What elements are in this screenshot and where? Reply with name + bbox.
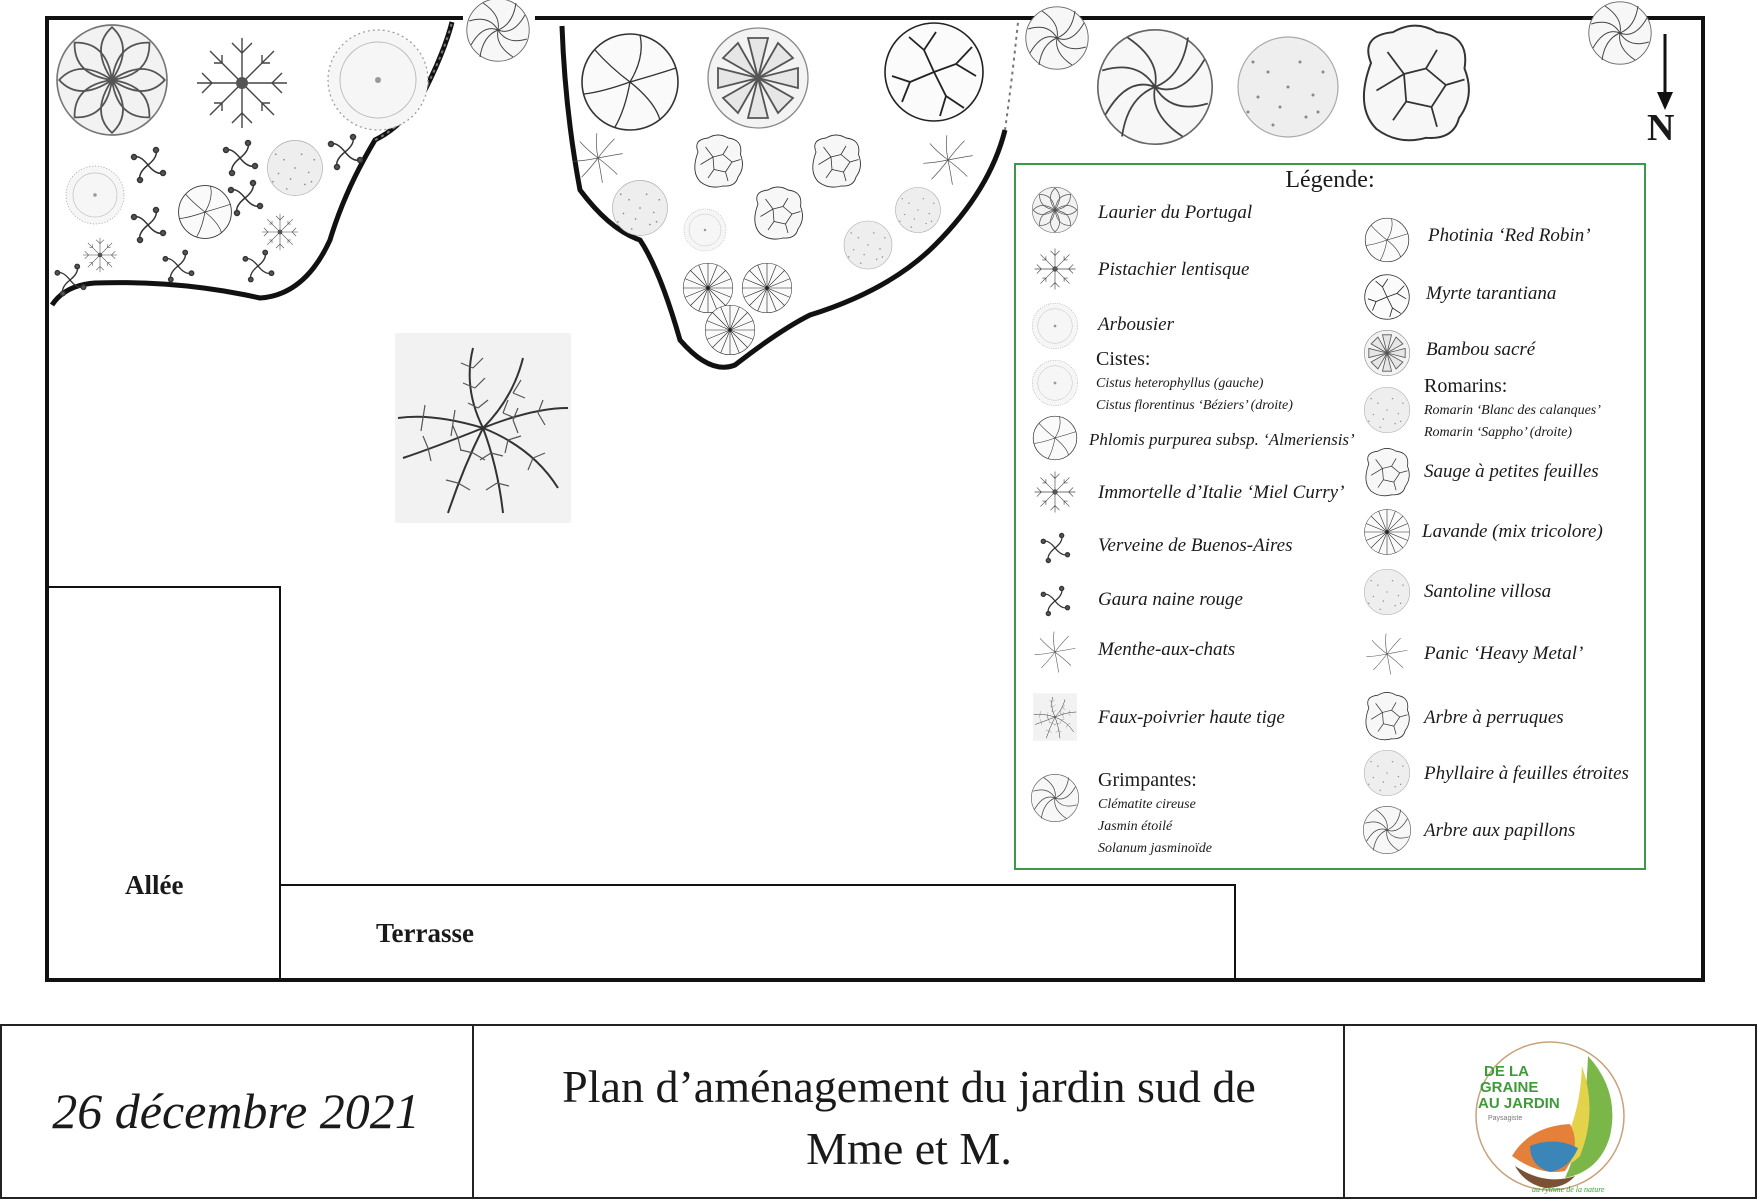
sauge-icon: [1365, 448, 1410, 497]
legend-item-verveine: Verveine de Buenos-Aires: [1098, 535, 1293, 556]
logo-small-text: Paysagiste: [1488, 1115, 1522, 1122]
legend-item-photinia: Photinia ‘Red Robin’: [1428, 225, 1591, 246]
immortelle-icon: [1034, 471, 1076, 513]
bambou-icon: [1363, 329, 1411, 377]
legend-sub-romarin-1: Romarin ‘Blanc des calanques’: [1424, 403, 1601, 418]
arbre-perruques-icon: [1365, 692, 1410, 741]
company-logo: DE LA GRAINE AU JARDIN Paysagiste au ryt…: [1475, 1041, 1625, 1194]
logo-text-3: AU JARDIN: [1478, 1095, 1560, 1112]
legend-item-cistes: Cistes:: [1096, 348, 1151, 370]
plan-date: 26 décembre 2021: [52, 1083, 420, 1139]
legend-item-panic: Panic ‘Heavy Metal’: [1424, 643, 1584, 664]
plan-title: Plan d’aménagement du jardin sud de Mme …: [474, 1056, 1344, 1180]
legend-item-romarins: Romarins:: [1424, 375, 1508, 397]
gaura-icon: [1040, 585, 1071, 617]
plan-title-line-2: Mme et M.: [806, 1123, 1012, 1174]
verveine-icon: [1040, 532, 1071, 564]
legend-item-arbre-perruques: Arbre à perruques: [1424, 707, 1564, 728]
garden-plan: [45, 0, 1705, 982]
phyllaire-icon: [1363, 749, 1411, 797]
legend-item-pistachier: Pistachier lentisque: [1098, 259, 1250, 280]
legend: Légende: Laurier du Portugal Pistachier …: [1014, 163, 1646, 870]
menthe-icon: [1034, 631, 1076, 673]
legend-sub-grimpante-2: Jasmin étoilé: [1098, 819, 1173, 834]
legend-item-arbre-papillons: Arbre aux papillons: [1424, 820, 1576, 841]
legend-sub-ciste-1: Cistus heterophyllus (gauche): [1096, 376, 1264, 391]
legend-item-santoline: Santoline villosa: [1424, 581, 1552, 602]
plan-title-line-1: Plan d’aménagement du jardin sud de: [562, 1061, 1256, 1112]
pistachier-icon: [1034, 248, 1076, 290]
logo-text-1: DE LA: [1484, 1063, 1529, 1080]
legend-item-grimpantes: Grimpantes:: [1098, 769, 1197, 791]
logo-text-2: GRAINE: [1480, 1079, 1538, 1096]
legend-item-faux-poivrier: Faux-poivrier haute tige: [1098, 707, 1285, 728]
arbre-papillons-icon: [1363, 806, 1411, 854]
myrte-icon: [1364, 274, 1410, 320]
legend-item-sauge: Sauge à petites feuilles: [1424, 461, 1599, 482]
laurier-icon: [1031, 186, 1079, 234]
santoline-icon: [1363, 568, 1411, 616]
legend-item-myrte: Myrte tarantiana: [1426, 283, 1557, 304]
logo-tagline: au rythme de la nature: [1532, 1185, 1605, 1194]
lavande-icon: [1364, 509, 1410, 555]
ciste-icon: [1031, 360, 1079, 406]
photinia-icon: [1364, 217, 1410, 263]
legend-sub-ciste-2: Cistus florentinus ‘Béziers’ (droite): [1096, 398, 1293, 413]
legend-title: Légende:: [1285, 167, 1375, 193]
allee-label: Allée: [125, 870, 184, 900]
faux-poivrier-icon: [1032, 693, 1078, 741]
legend-item-phlomis: Phlomis purpurea subsp. ‘Almeriensis’: [1089, 430, 1355, 449]
grimpante-icon: [1031, 774, 1079, 822]
legend-sub-grimpante-1: Clématite cireuse: [1098, 797, 1196, 812]
legend-item-lavande: Lavande (mix tricolore): [1422, 521, 1603, 542]
legend-item-menthe: Menthe-aux-chats: [1098, 639, 1236, 660]
legend-item-laurier: Laurier du Portugal: [1098, 202, 1253, 223]
legend-item-phyllaire: Phyllaire à feuilles étroites: [1424, 763, 1629, 784]
legend-item-bambou: Bambou sacré: [1426, 339, 1536, 360]
legend-item-immortelle: Immortelle d’Italie ‘Miel Curry’: [1098, 482, 1345, 503]
terrasse-label: Terrasse: [376, 918, 474, 948]
phlomis-icon: [1032, 415, 1078, 461]
title-block: 26 décembre 2021 Plan d’aménagement du j…: [0, 1024, 1757, 1199]
legend-sub-grimpante-3: Solanum jasminoïde: [1098, 841, 1212, 856]
legend-sub-romarin-2: Romarin ‘Sappho’ (droite): [1424, 425, 1573, 440]
legend-item-arbousier: Arbousier: [1098, 314, 1174, 335]
north-arrow-icon: [1657, 34, 1673, 110]
legend-item-gaura: Gaura naine rouge: [1098, 589, 1243, 610]
north-label: N: [1647, 107, 1675, 149]
panic-icon: [1366, 633, 1408, 675]
romarin-icon: [1363, 387, 1411, 433]
arbousier-icon: [1031, 303, 1079, 349]
